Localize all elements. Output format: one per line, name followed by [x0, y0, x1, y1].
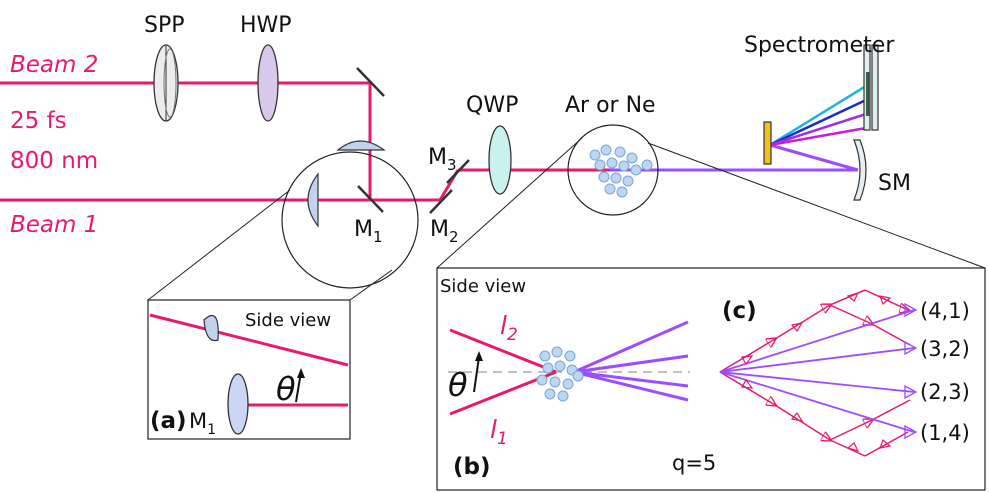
detector-2 [871, 44, 879, 131]
beam-2-label: Beam 2 [10, 52, 98, 78]
inset-a-side-view: Side view [245, 310, 331, 331]
inset-a-m1-label: M1 [189, 409, 216, 438]
mirror-beam2 [356, 67, 385, 97]
zoom-line-b-left [436, 137, 583, 269]
m3-label: M3 [428, 145, 457, 174]
spp-element [153, 44, 179, 122]
inset-b-l1-label: l1 [490, 415, 508, 449]
gas-label: Ar or Ne [565, 93, 656, 118]
gas-circle [567, 124, 659, 216]
mirror-m3 [446, 159, 470, 184]
inset-c-order-3: (2,3) [920, 380, 970, 404]
zoom-line-a-right [349, 269, 393, 301]
inset-c-pink-arrowheads [741, 292, 892, 452]
inset-b-side-view: Side view [440, 276, 526, 297]
grating [763, 121, 772, 165]
spectrometer-label: Spectrometer [744, 33, 895, 58]
inset-c-tag: (c) [722, 298, 757, 324]
harmonic-to-grating [769, 143, 859, 172]
inset-a-theta-arrowhead [297, 368, 305, 378]
inset-a-theta: θ [276, 370, 296, 408]
zoom-circle-m1 [281, 151, 419, 289]
inset-bc-box [436, 267, 986, 491]
inset-c-q-label: q=5 [672, 451, 716, 475]
qwp-element [488, 125, 512, 195]
inset-a-lens [203, 315, 219, 342]
spectrum-ray-purple [769, 112, 867, 147]
m2-label: M2 [430, 217, 459, 246]
inset-b-theta-arrowhead [475, 351, 483, 361]
sm-label: SM [878, 171, 911, 196]
zoom-line-a-left [147, 189, 291, 301]
inset-a-tag: (a) [150, 408, 187, 434]
inset-b-theta-arrow [473, 356, 480, 393]
inset-a-beam-upper [149, 313, 349, 367]
inset-b-beam-l2 [449, 328, 557, 374]
inset-b-gas [536, 346, 584, 402]
inset-c-arrowheads [904, 302, 918, 440]
mirror-m1 [357, 185, 384, 213]
spherical-mirror [853, 139, 867, 201]
inset-a-m1-mirror [227, 373, 249, 435]
m1-label: M1 [354, 217, 383, 246]
spectrum-ray-cyan [769, 84, 867, 147]
beam-1-label: Beam 1 [10, 212, 98, 238]
inset-c-order-4: (1,4) [920, 421, 970, 445]
hwp-label: HWP [240, 13, 292, 38]
detector-dark [866, 72, 870, 116]
wavelength-label: 800 nm [10, 148, 98, 174]
inset-c-order-2: (3,2) [920, 337, 970, 361]
zoom-line-b-right [647, 142, 986, 269]
spectrum-ray-magenta [769, 126, 867, 147]
inset-b-theta: θ [448, 366, 468, 404]
inset-b-l2-label: l2 [500, 311, 518, 345]
pulse-duration-label: 25 fs [10, 108, 67, 134]
spectrum-ray-blue [769, 98, 867, 147]
spp-label: SPP [144, 13, 185, 38]
inset-b-harmonics [573, 320, 689, 402]
qwp-label: QWP [466, 93, 518, 118]
mirror-m2 [429, 189, 453, 214]
hwp-element [257, 44, 279, 122]
inset-c-purple-paths [719, 309, 915, 433]
inset-b-tag: (b) [453, 454, 491, 480]
lens-top [336, 140, 386, 151]
inset-c-order-1: (4,1) [920, 299, 970, 323]
lens-left [307, 172, 319, 228]
gas-atoms [589, 144, 653, 198]
